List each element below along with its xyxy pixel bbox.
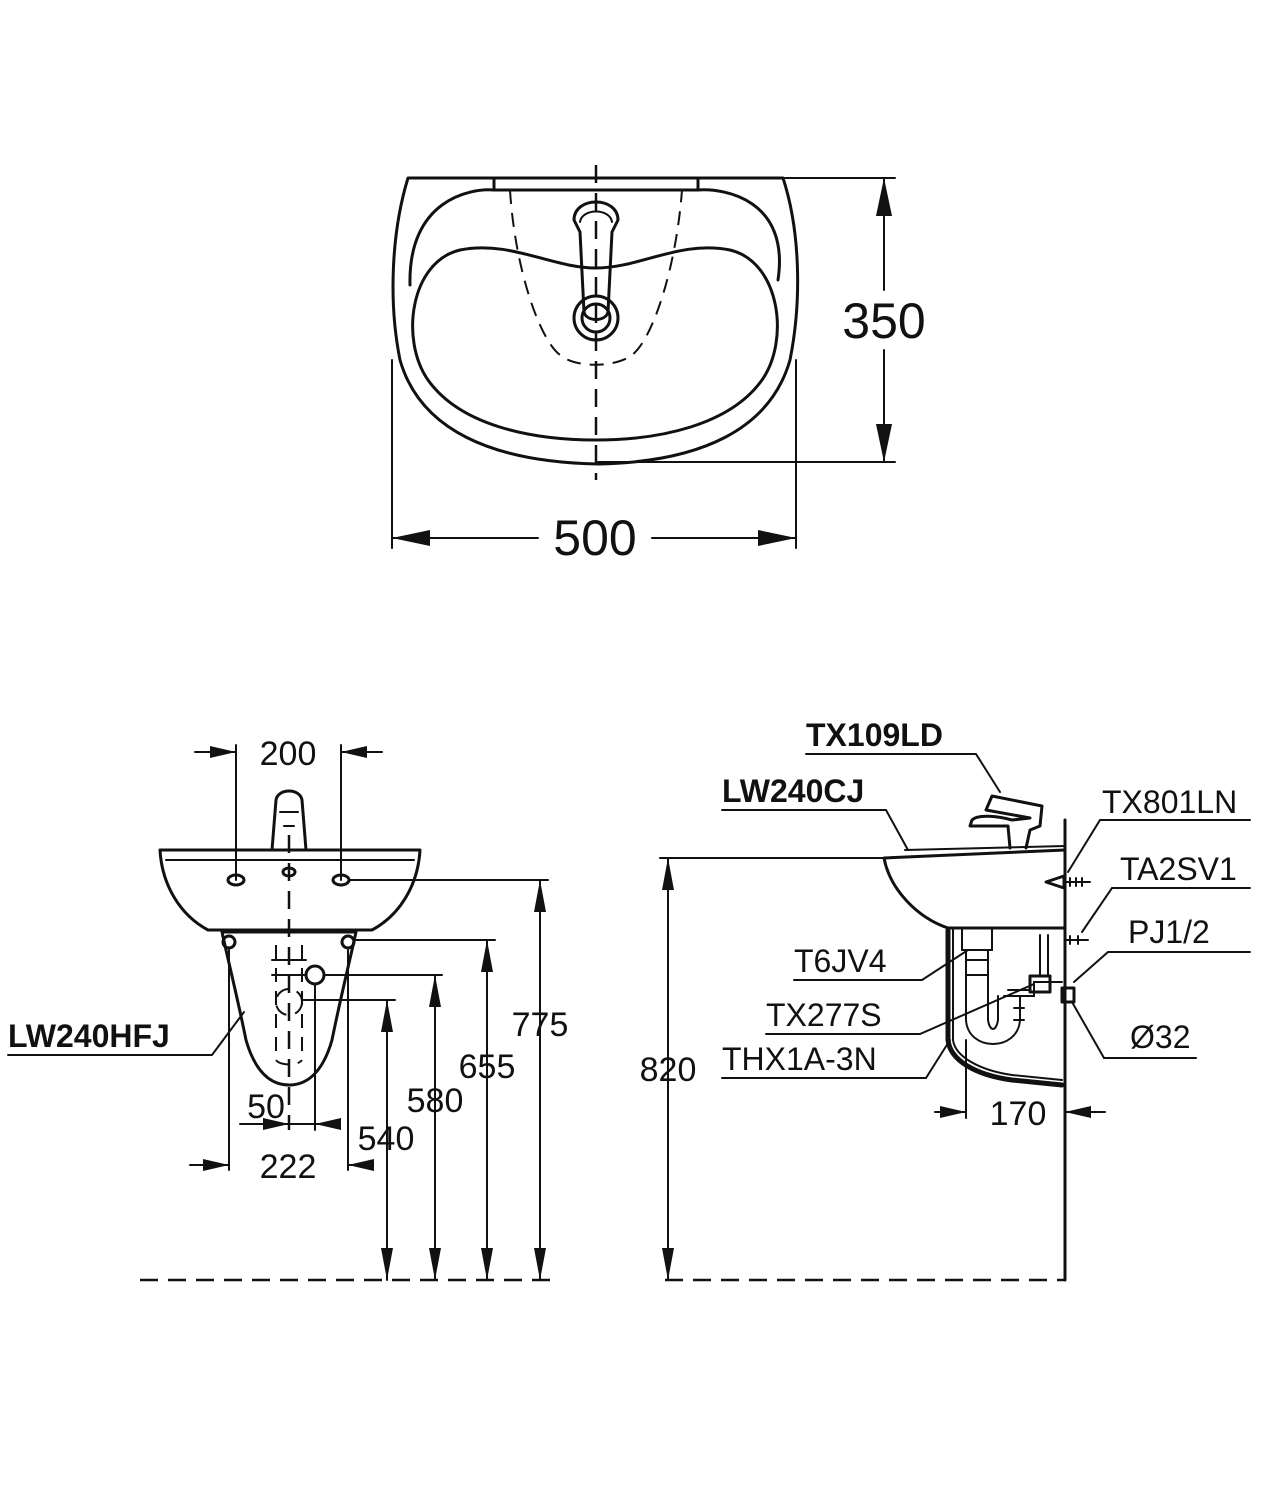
top-view: 500 350 (391, 165, 926, 566)
label-thx1a3n: THX1A-3N (722, 1041, 877, 1077)
dim-775: 775 (512, 1006, 569, 1044)
basin-front (158, 848, 422, 932)
dim-222: 222 (260, 1148, 317, 1186)
dim-655: 655 (459, 1048, 516, 1086)
front-view: 200 775 655 580 540 50 (7, 735, 569, 1282)
label-lw240hfj: LW240HFJ (8, 1018, 170, 1054)
faucet-top-view (572, 200, 620, 321)
label-tx109ld: TX109LD (806, 717, 943, 753)
dim-50: 50 (247, 1088, 285, 1126)
faucet-front (270, 789, 308, 852)
label-pj12: PJ1/2 (1128, 914, 1210, 950)
faucet-deck (492, 176, 700, 192)
dim-580: 580 (407, 1082, 464, 1120)
dim-200: 200 (260, 735, 317, 773)
faucet-side (968, 794, 1044, 850)
label-d32: Ø32 (1130, 1019, 1190, 1055)
dim-820: 820 (640, 1051, 697, 1089)
bowl-top (411, 246, 779, 442)
dim-170: 170 (990, 1095, 1047, 1133)
side-view: 820 170 TX109LD LW240CJ TX801LN TA2SV1 P… (640, 717, 1251, 1282)
dim-width-500: 500 (553, 510, 636, 566)
basin-side (882, 848, 1067, 930)
basin-outline-top (391, 176, 800, 466)
dim-540: 540 (358, 1120, 415, 1158)
label-t6jv4: T6JV4 (794, 943, 886, 979)
label-tx277s: TX277S (766, 997, 882, 1033)
label-lw240cj: LW240CJ (722, 773, 864, 809)
pedestal-front (220, 930, 358, 1087)
inner-ledge (408, 188, 781, 287)
label-tx801ln: TX801LN (1102, 784, 1237, 820)
dim-depth-350: 350 (842, 293, 925, 349)
label-ta2sv1: TA2SV1 (1120, 851, 1237, 887)
